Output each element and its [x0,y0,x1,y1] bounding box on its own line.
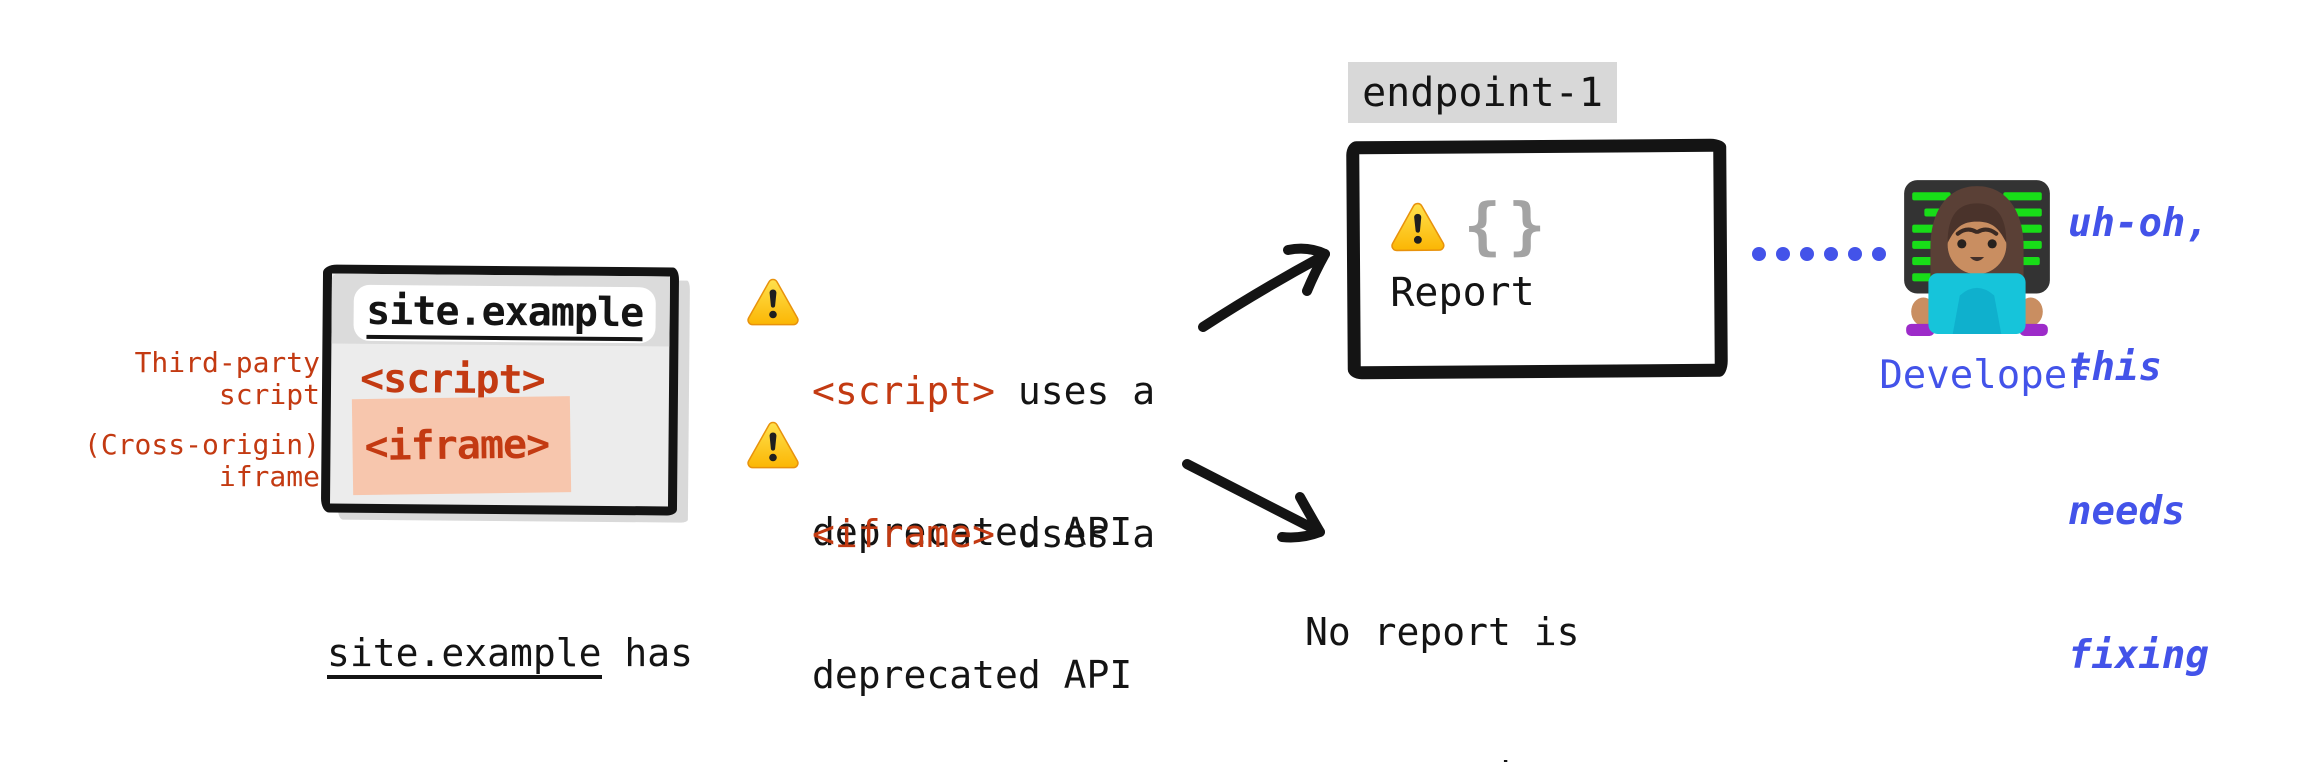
address-bar: site.example [353,284,656,344]
warning-icon [1390,200,1446,252]
script-warning-text: <script> uses a deprecated API [812,274,1155,650]
endpoint-1-label: endpoint-1 [1348,62,1617,123]
no-report-line1: No report is [1305,610,1580,654]
iframe-warning-text: <iframe> uses a deprecated API [812,417,1155,762]
thought-line-3: needs [2068,489,2186,534]
browser-window: site.example <script> <iframe> [320,264,680,516]
thought-line-1: uh-oh, [2068,201,2209,246]
thought-line-4: fixing [2068,633,2209,678]
script-warning-tag: <script> [812,369,996,413]
dot [1752,247,1766,261]
warning-icon [746,419,800,469]
caption-line-1: site.example has [327,628,841,681]
cross-origin-iframe-label: (Cross-origin)iframe [84,429,320,493]
iframe-tag: <iframe> [364,421,550,471]
iframe-highlight: <iframe> [351,396,572,496]
arrow-to-endpoint-barb-1 [1283,243,1330,259]
caption-has-text: has [601,631,694,675]
arrow-to-endpoint [1198,251,1328,332]
warning-icon [746,276,800,326]
caption: site.example has Reporting-Endpoints set… [327,540,841,762]
no-report-line2: generated or sent. [1305,752,1717,762]
no-report-text: No report is generated or sent. [1305,512,1717,762]
arrow-to-endpoint-barb-2 [1302,249,1330,296]
dot [1776,247,1790,261]
iframe-warning-line1: <iframe> uses a [812,511,1155,558]
script-deprecation-warning: <script> uses a deprecated API [746,274,1155,650]
dot [1824,247,1838,261]
cross-origin-iframe-label-line2: iframe [218,460,320,493]
dot [1800,247,1814,261]
json-braces-icon: {} [1463,188,1553,263]
script-warning-line1: <script> uses a [812,368,1155,415]
script-warning-rest: uses a [995,369,1156,413]
third-party-script-label-line1: Third-party [134,346,320,379]
script-warning-line2: deprecated API [812,510,1133,554]
site-url: site.example [365,287,644,341]
developer-label: Developer [1879,353,2091,398]
arrow-to-no-report [1182,459,1323,536]
report-label: Report [1390,269,1535,317]
browser-toolbar: site.example [331,273,670,347]
report-row: {} [1390,188,1553,263]
third-party-script-label-line2: script [218,378,320,411]
dotted-connector [1752,247,1886,261]
developer-thought: uh-oh, this needs fixing [2068,104,2209,762]
thought-line-2: this [2068,345,2162,390]
dot [1848,247,1862,261]
iframe-deprecation-warning: <iframe> uses a deprecated API [746,417,1155,762]
report-box: {} Report [1346,138,1728,380]
iframe-warning-rest: uses a [995,512,1156,556]
developer-technologist-emoji [1904,180,2050,336]
iframe-warning-line2: deprecated API [812,653,1133,697]
iframe-warning-tag: <iframe> [812,512,996,556]
dot [1872,247,1886,261]
caption-site-name: site.example [327,631,602,679]
cross-origin-iframe-label-line1: (Cross-origin) [83,428,320,461]
